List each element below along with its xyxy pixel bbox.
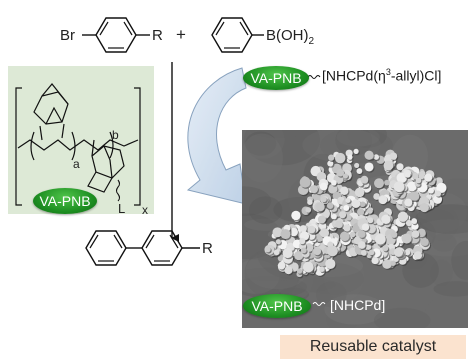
sem-badge: VA-PNB [243, 294, 311, 318]
product-r-label: R [202, 240, 213, 257]
subscript-a: a [73, 157, 80, 171]
plus-sign: + [176, 25, 186, 44]
catalyst-badge: VA-PNB [243, 66, 309, 90]
phenylboronic-acid: B(OH)2 [211, 17, 315, 53]
boronic-subscript: 2 [309, 36, 315, 47]
boronic-acid-label: B(OH) [266, 27, 309, 44]
caption: Reusable catalyst [280, 335, 466, 359]
sem-micrograph [242, 130, 468, 328]
supported-catalyst-label: [NHCPd] [330, 297, 386, 313]
aryl-bromide: Br R [60, 17, 163, 53]
precursor-formula: [NHCPd(η3-allyl)Cl] [322, 67, 442, 84]
subscript-b: b [112, 128, 119, 142]
wavy-bond-sem [312, 302, 326, 306]
bromine-label: Br [60, 27, 75, 44]
curved-arrow [186, 67, 247, 205]
polymer-structure [15, 83, 141, 206]
linker-label: L [118, 201, 125, 216]
polymer-badge: VA-PNB [33, 188, 97, 214]
r-group-label: R [152, 27, 163, 44]
biaryl-product: R [85, 230, 213, 266]
wavy-bond-top [307, 75, 321, 79]
subscript-x: x [142, 203, 148, 217]
svg-text:B(OH)2: B(OH)2 [266, 27, 315, 47]
